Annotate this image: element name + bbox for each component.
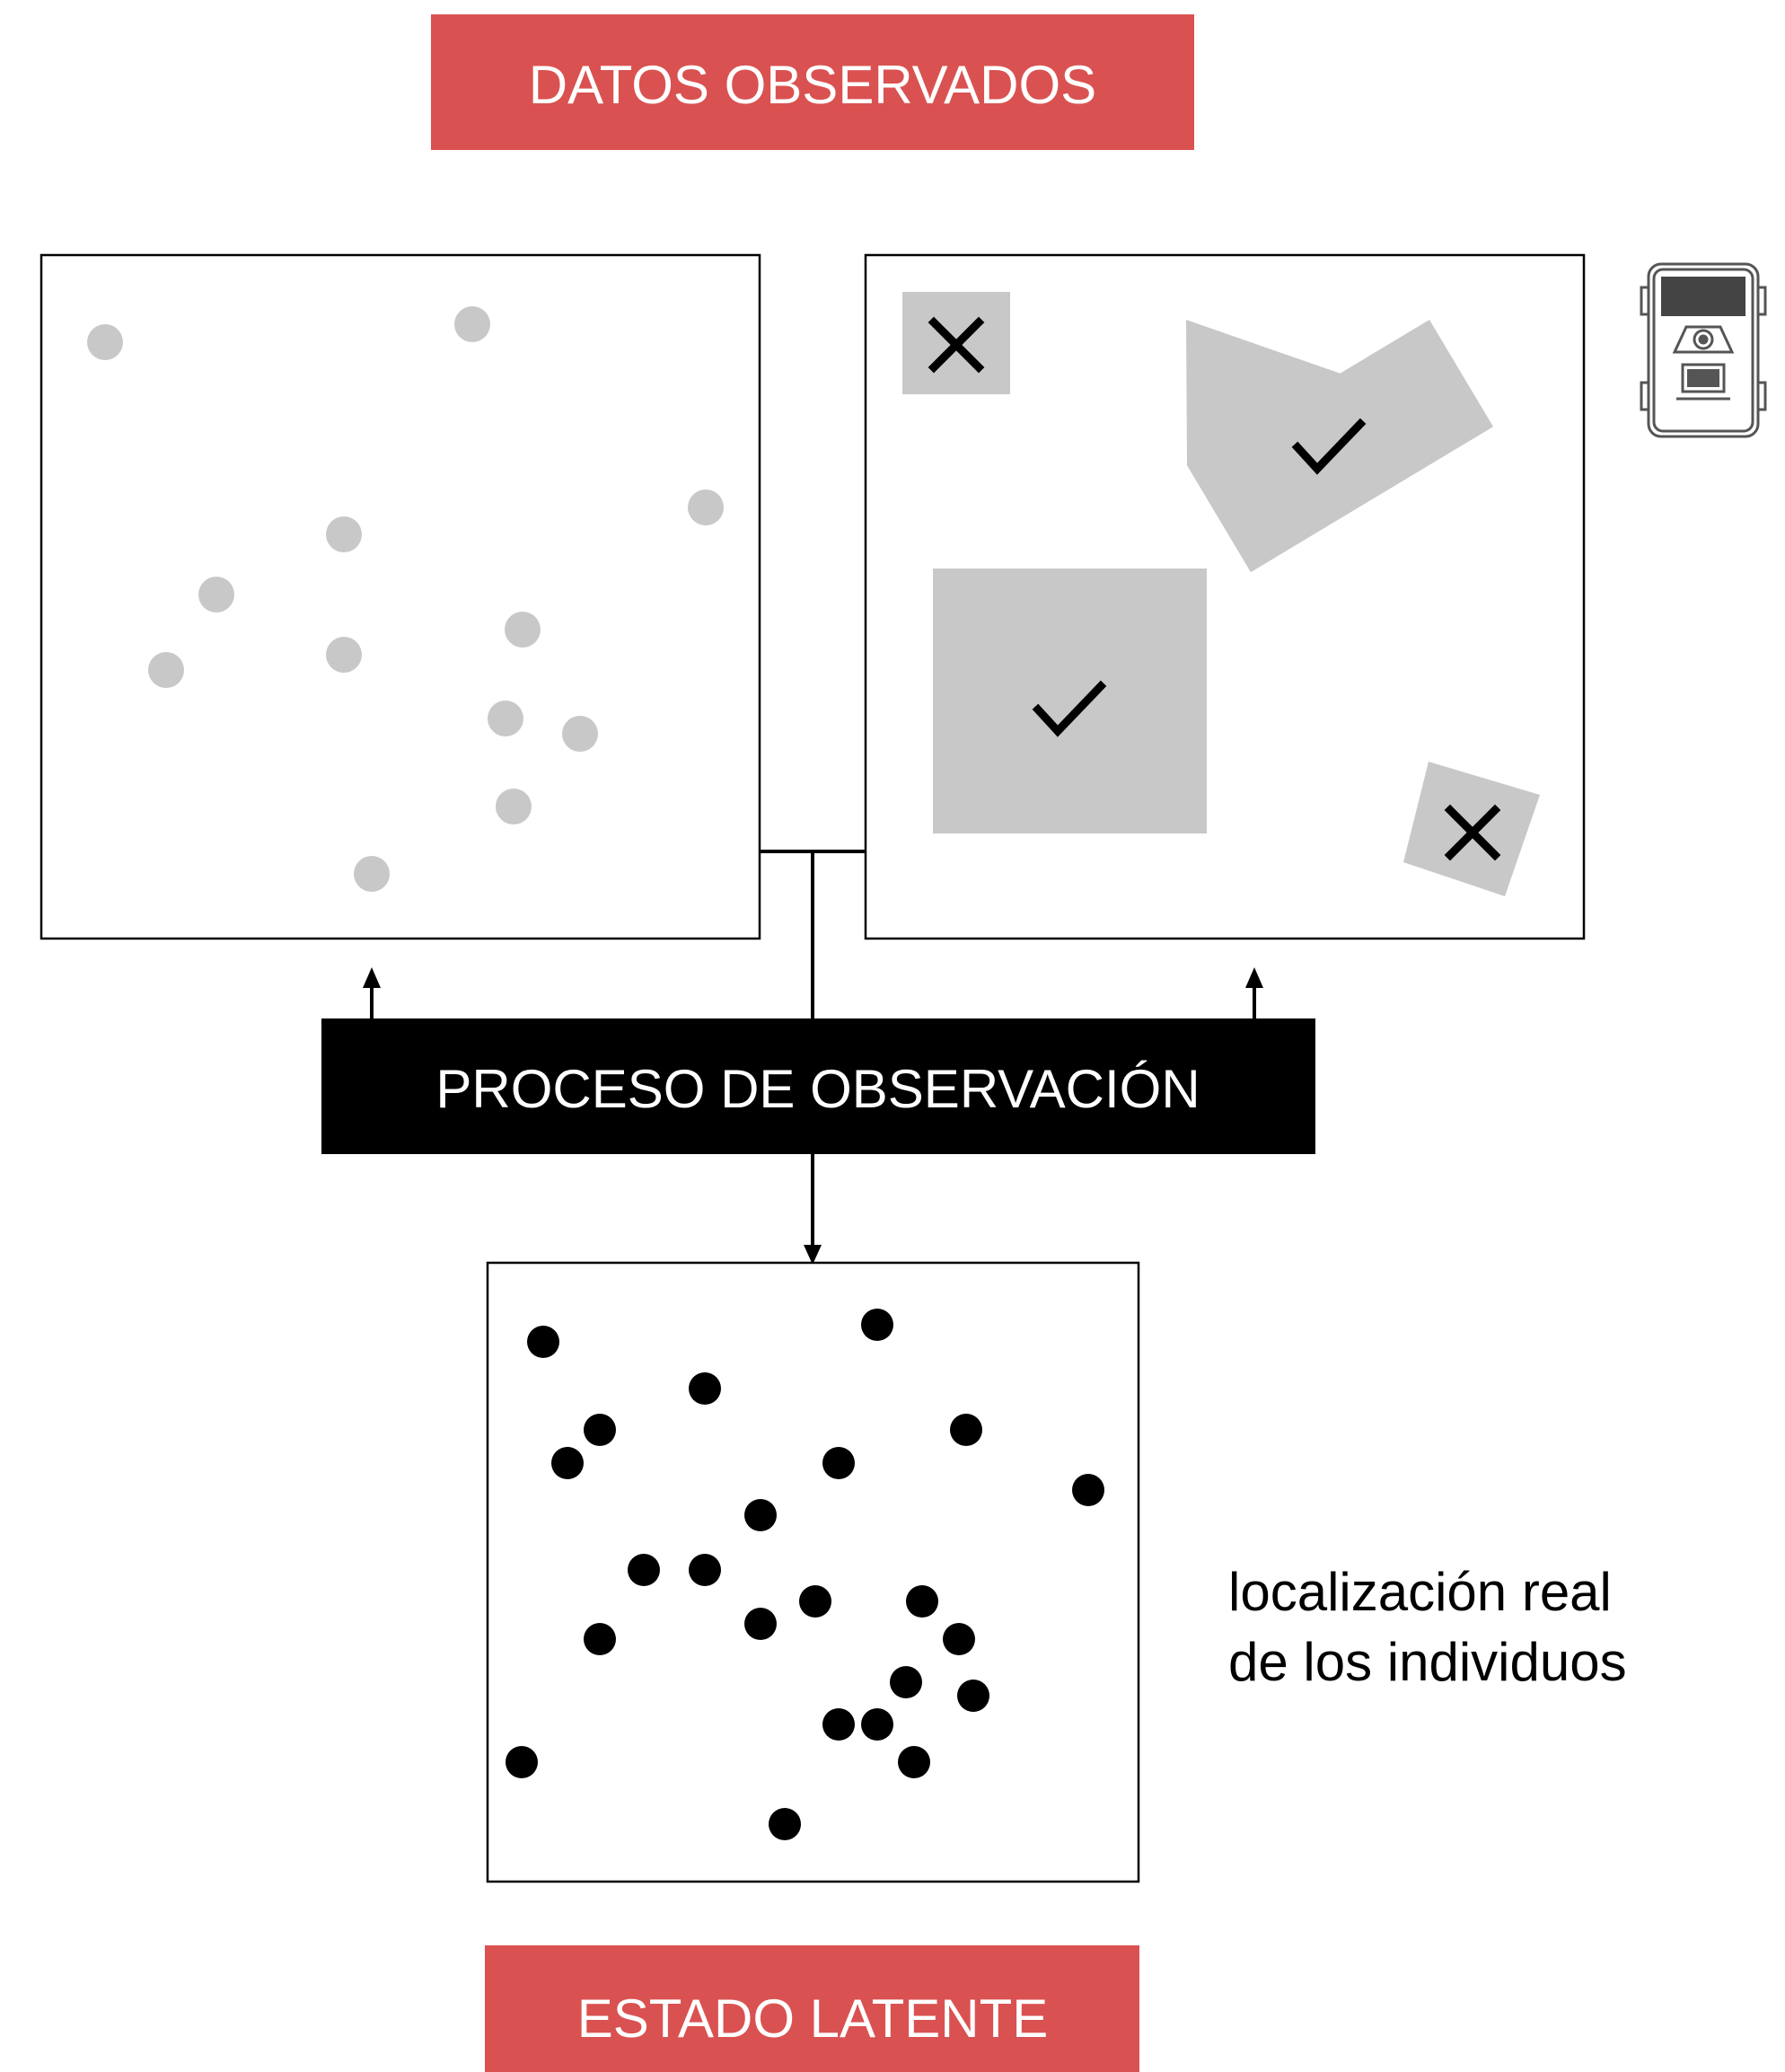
observed-point [488,701,523,736]
arrow-heads [363,967,1263,1265]
camera-trap-area [1186,320,1493,572]
checkmark-icon [1291,418,1367,475]
camera-trap-area [1403,762,1540,896]
latent-point [506,1746,538,1778]
latent-point [769,1808,801,1840]
latent-point [744,1499,777,1531]
cross-icon [928,316,985,374]
camera-trap-area [902,292,1010,394]
latent-point [689,1372,721,1405]
latent-point [950,1414,982,1446]
latent-point [861,1708,893,1741]
latent-point [898,1746,930,1778]
latent-point [584,1414,616,1446]
true-location-line1: localización real [1228,1562,1612,1622]
latent-point [551,1447,584,1479]
latent-state-title: ESTADO LATENTE [577,1988,1049,2049]
cross-icon [1444,804,1501,861]
observed-point [454,306,490,342]
observed-point [148,652,184,688]
observed-point [326,637,362,673]
latent-point [628,1554,660,1586]
observed-data-title: DATOS OBSERVADOS [529,55,1096,115]
observed-point [87,324,123,360]
camera-trap-panel [864,253,1586,940]
latent-point [822,1447,855,1479]
observed-point [496,789,532,824]
camera-trap-icon [1640,262,1767,438]
latent-point [957,1680,989,1712]
latent-points-panel [486,1261,1140,1883]
observed-point [505,612,541,648]
checkmark-icon [1032,680,1107,737]
camera-trap-area [933,569,1207,833]
latent-point [689,1554,721,1586]
observed-point [198,577,234,613]
arrow-down-icon [804,1245,822,1265]
latent-point [822,1708,855,1741]
latent-point [527,1326,559,1358]
latent-point [744,1608,777,1640]
latent-point [906,1585,938,1618]
latent-point [1072,1474,1104,1506]
observed-points-panel [40,253,761,940]
latent-state-banner: ESTADO LATENTE [485,1945,1139,2072]
observed-data-banner: DATOS OBSERVADOS [431,14,1194,150]
observation-process-title: PROCESO DE OBSERVACIÓN [435,1059,1200,1119]
true-location-label: localización real de los individuos [1228,1562,1627,1692]
observed-point [688,489,724,525]
latent-point [584,1623,616,1655]
observed-point [326,516,362,552]
latent-point [943,1623,975,1655]
latent-point [890,1666,922,1698]
observation-process-banner: PROCESO DE OBSERVACIÓN [321,1018,1315,1154]
arrow-up-icon [1245,967,1263,988]
arrow-up-icon [363,967,381,988]
true-location-line2: de los individuos [1228,1632,1627,1692]
observed-point [562,716,598,752]
latent-point [861,1309,893,1341]
observed-point [354,856,390,892]
connector-lines [370,850,1256,1248]
latent-point [799,1585,831,1618]
